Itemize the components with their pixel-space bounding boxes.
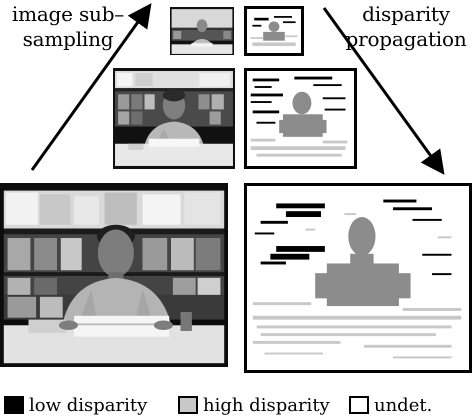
legend-item-high: high disparity: [178, 394, 330, 418]
legend-swatch-undet: [349, 396, 369, 414]
subsampling-arrow: [30, 3, 152, 171]
legend-label-undet: undet.: [374, 395, 433, 416]
legend-item-undet: undet.: [349, 394, 432, 418]
legend-label-low: low disparity: [29, 395, 148, 416]
subsampling-label-line1: image sub–: [11, 2, 125, 26]
legend-label-high: high disparity: [203, 395, 330, 416]
propagation-label: disparity propagation: [338, 2, 474, 52]
image-level-small: [170, 7, 234, 55]
legend-swatch-high: [178, 396, 198, 414]
disparity-map-medium: [244, 68, 357, 169]
propagation-label-line2: propagation: [345, 27, 467, 51]
image-level-medium: [113, 68, 235, 169]
legend: low disparity high disparity undet.: [0, 394, 474, 418]
legend-item-low: low disparity: [4, 394, 147, 418]
propagation-label-line1: disparity: [362, 2, 450, 26]
disparity-map-small: [244, 6, 304, 56]
propagation-arrow: [322, 7, 445, 175]
image-level-large: [0, 183, 228, 367]
legend-swatch-low: [4, 396, 24, 414]
disparity-map-large: [244, 183, 472, 373]
subsampling-label: image sub– sampling: [4, 2, 132, 52]
subsampling-label-line2: sampling: [22, 27, 114, 51]
